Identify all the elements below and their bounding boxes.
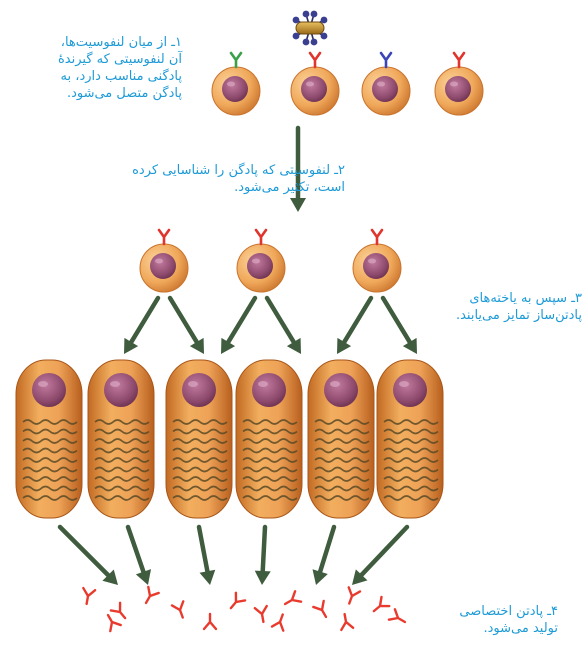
antibody-y-icon [255, 606, 269, 623]
lymphocyte-cell-icon [212, 53, 260, 115]
antibody-y-icon [103, 612, 121, 631]
antibody-y-icon [204, 614, 216, 629]
antibody-y-icon [172, 601, 188, 619]
lymphocyte-cell-icon [140, 230, 188, 292]
plasma-cell-icon [88, 360, 154, 518]
plasma-cell-icon [308, 360, 374, 518]
receptor-icon [372, 230, 382, 244]
caption-step-2: ۲ـ لنفوسیتی که پادگن را شناسایی کرده است… [10, 162, 345, 196]
antigen-icon [293, 11, 328, 46]
antibody-y-icon [282, 591, 301, 609]
antibody-y-icon [389, 609, 408, 627]
antibody-y-icon [344, 587, 360, 605]
down-arrow-icon [221, 298, 255, 354]
plasma-cell-icon [16, 360, 82, 518]
lymphocyte-cell-icon [435, 53, 483, 115]
receptor-icon [159, 230, 169, 244]
lymphocyte-cell-icon [237, 230, 285, 292]
down-arrow-icon [337, 298, 371, 354]
antibody-y-icon [141, 587, 159, 606]
down-arrow-icon [199, 527, 215, 585]
down-arrow-icon [352, 527, 407, 585]
down-arrow-icon [60, 527, 118, 585]
receptor-icon [454, 53, 464, 67]
lymphocyte-cell-icon [362, 53, 410, 115]
antibody-y-icon [226, 593, 245, 612]
plasma-cell-icon [166, 360, 232, 518]
receptor-icon [381, 53, 391, 67]
down-arrow-icon [128, 527, 151, 585]
antibody-y-icon [111, 603, 130, 622]
plasma-cell-icon [236, 360, 302, 518]
antibody-y-icon [313, 601, 331, 620]
lymphocyte-cell-icon [291, 53, 339, 115]
caption-step-1: ۱ـ از میان لنفوسیت‌ها، آن لنفوسیتی که گی… [10, 34, 182, 102]
down-arrow-icon [313, 527, 334, 585]
caption-step-4: ۴ـ پادتن اختصاصی تولید می‌شود. [440, 603, 558, 637]
down-arrow-icon [170, 298, 204, 354]
antibody-y-icon [272, 612, 288, 630]
down-arrow-icon [255, 527, 271, 585]
lymphocyte-cell-icon [353, 230, 401, 292]
antibody-y-icon [339, 613, 353, 630]
receptor-icon [256, 230, 266, 244]
receptor-icon [231, 53, 241, 67]
down-arrow-icon [267, 298, 301, 354]
antibody-y-icon [370, 597, 389, 616]
receptor-icon [310, 53, 320, 67]
caption-step-3: ۳ـ سپس به یاخته‌های پادتن‌ساز تمایز می‌ی… [392, 290, 582, 324]
antibody-y-icon [81, 588, 95, 605]
down-arrow-icon [124, 298, 158, 354]
plasma-cell-icon [377, 360, 443, 518]
